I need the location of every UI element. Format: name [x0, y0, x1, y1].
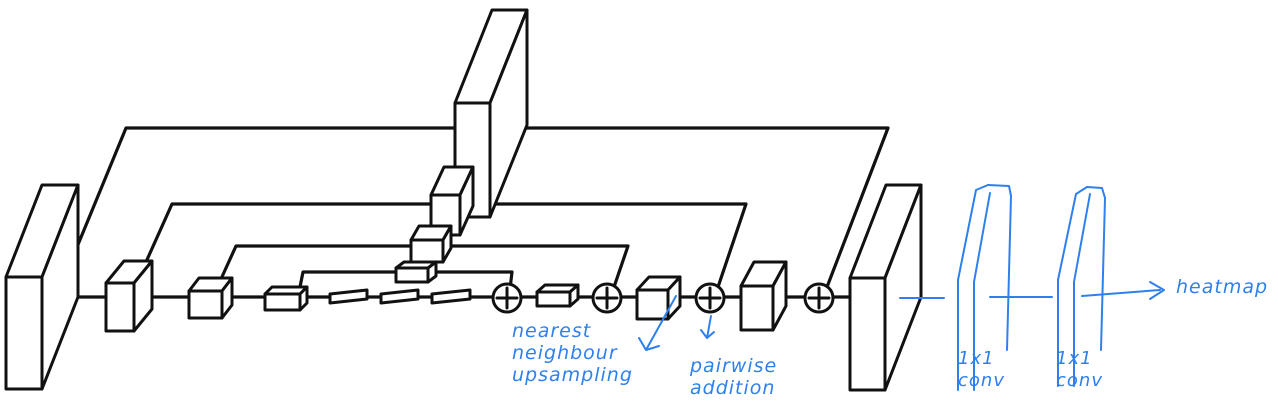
- pointer-arrow-2: [700, 315, 715, 339]
- addition-node-4: [803, 282, 835, 314]
- addition-node-1: [491, 282, 523, 314]
- decoder-block-3: [739, 260, 788, 332]
- addition-node-3: [694, 282, 726, 314]
- bottleneck-block-1: [328, 288, 369, 305]
- encoder-block-1: [104, 259, 154, 333]
- addition-annotation: pairwise addition: [690, 355, 778, 399]
- pyramid-stack: [394, 8, 529, 284]
- conv-annotation-1: 1x1 conv: [958, 348, 1005, 391]
- pointer-arrow-1: [638, 295, 677, 351]
- heatmap-label: heatmap: [1176, 276, 1269, 298]
- encoder-block-3: [263, 285, 309, 312]
- decoder-block-2: [635, 275, 682, 321]
- pyramid-block-3: [409, 224, 453, 264]
- decoder-block-1: [535, 283, 580, 308]
- bottleneck-block-3: [430, 288, 472, 305]
- encoder-block-2: [187, 276, 234, 320]
- input-block: [4, 183, 80, 391]
- output-arrow-icon: [1081, 281, 1165, 300]
- addition-node-2: [591, 282, 623, 314]
- bottleneck-block-2: [379, 288, 420, 305]
- output-block: [848, 183, 923, 392]
- pyramid-block-4: [394, 260, 438, 284]
- annotation-pointers: [638, 295, 715, 351]
- conv-annotation-2: 1x1 conv: [1056, 348, 1103, 391]
- conv-layer-2: [1057, 186, 1106, 387]
- upsampling-annotation: nearest neighbour upsampling: [512, 320, 633, 386]
- conv-layer-1: [957, 184, 1012, 391]
- conv-head: [899, 184, 1165, 391]
